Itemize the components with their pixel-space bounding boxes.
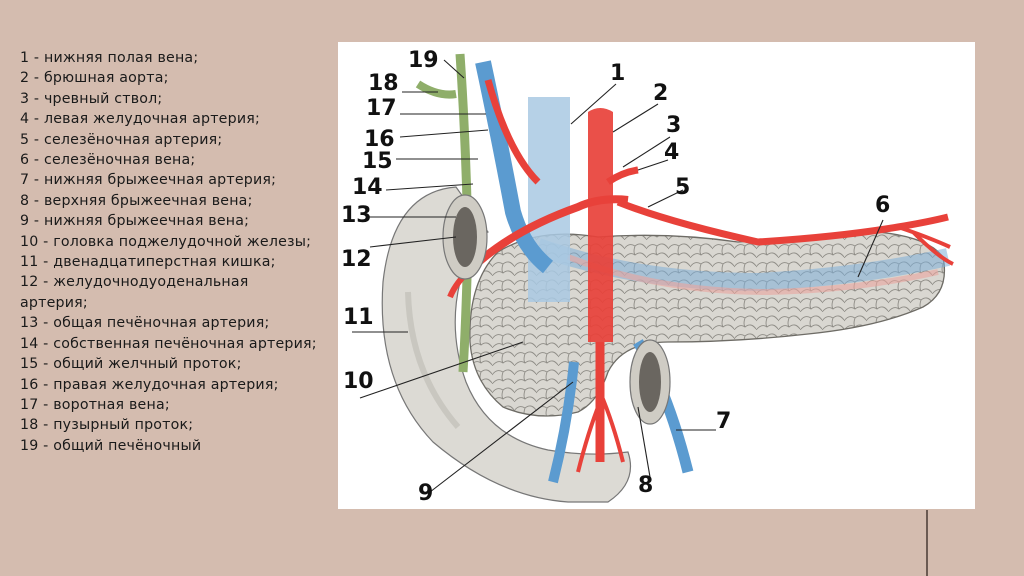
figure-label-11: 11 bbox=[343, 305, 374, 330]
legend-item-9: 9 - нижняя брыжеечная вена; bbox=[20, 213, 250, 230]
legend-item-11: 11 - двенадцатиперстная кишка; bbox=[20, 254, 276, 271]
legend-item-2: 2 - брюшная аорта; bbox=[20, 70, 169, 87]
figure-label-7: 7 bbox=[716, 409, 731, 434]
figure-label-8: 8 bbox=[638, 473, 653, 498]
figure-label-5: 5 bbox=[675, 175, 690, 200]
legend-item-14: 14 - собственная печёночная артерия; bbox=[20, 335, 317, 352]
inferior-vena-cava bbox=[528, 97, 570, 302]
figure-label-19: 19 bbox=[408, 48, 439, 73]
legend-item-16: 16 - правая желудочная артерия; bbox=[20, 376, 279, 393]
legend-item-18: 18 - пузырный проток; bbox=[20, 417, 194, 434]
legend-list: 1 - нижняя полая вена; 2 - брюшная аорта… bbox=[20, 48, 320, 456]
celiac-left-gastric bbox=[606, 166, 639, 185]
figure-label-14: 14 bbox=[352, 175, 383, 200]
superior-mesenteric-vein bbox=[548, 361, 579, 484]
splenic-artery bbox=[616, 198, 949, 246]
figure-label-3: 3 bbox=[666, 113, 681, 138]
legend-item-1: 1 - нижняя полая вена; bbox=[20, 50, 199, 66]
divider-line bbox=[926, 510, 928, 576]
figure-label-2: 2 bbox=[653, 81, 668, 106]
legend-item-19: 19 - общий печёночный bbox=[20, 437, 202, 454]
abdominal-aorta bbox=[588, 108, 613, 342]
figure-label-16: 16 bbox=[364, 127, 395, 152]
figure-label-10: 10 bbox=[343, 369, 374, 394]
common-hepatic-artery bbox=[465, 195, 629, 275]
legend-item-17: 17 - воротная вена; bbox=[20, 396, 170, 413]
legend-item-6: 6 - селезёночная вена; bbox=[20, 152, 196, 169]
figure-label-4: 4 bbox=[664, 140, 679, 165]
legend-item-12: 12 - желудочнодуоденальная артерия; bbox=[20, 274, 249, 311]
legend-item-8: 8 - верхняя брыжеечная вена; bbox=[20, 192, 253, 209]
proper-hepatic-artery bbox=[484, 79, 541, 185]
figure-label-13: 13 bbox=[341, 203, 372, 228]
cystic-duct bbox=[415, 80, 457, 99]
legend-item-15: 15 - общий желчный проток; bbox=[20, 356, 242, 373]
legend-item-10: 10 - головка поджелудочной железы; bbox=[20, 233, 312, 250]
legend-item-7: 7 - нижняя брыжеечная артерия; bbox=[20, 172, 277, 189]
pancreas-illustration: 1 2 3 4 5 6 7 8 9 10 11 12 13 14 15 16 1… bbox=[341, 48, 954, 506]
figure-label-6: 6 bbox=[875, 193, 890, 218]
figure-label-1: 1 bbox=[610, 61, 625, 86]
legend-item-4: 4 - левая желудочная артерия; bbox=[20, 111, 260, 128]
anatomy-figure: 1 2 3 4 5 6 7 8 9 10 11 12 13 14 15 16 1… bbox=[338, 42, 975, 509]
figure-label-15: 15 bbox=[362, 149, 393, 174]
legend-item-3: 3 - чревный ствол; bbox=[20, 90, 163, 107]
figure-label-9: 9 bbox=[418, 481, 433, 506]
figure-label-12: 12 bbox=[341, 247, 372, 272]
figure-label-17: 17 bbox=[366, 96, 397, 121]
figure-label-18: 18 bbox=[368, 71, 399, 96]
legend-item-5: 5 - селезёночная артерия; bbox=[20, 131, 223, 148]
legend-item-13: 13 - общая печёночная артерия; bbox=[20, 315, 270, 332]
duodenum bbox=[381, 186, 632, 503]
